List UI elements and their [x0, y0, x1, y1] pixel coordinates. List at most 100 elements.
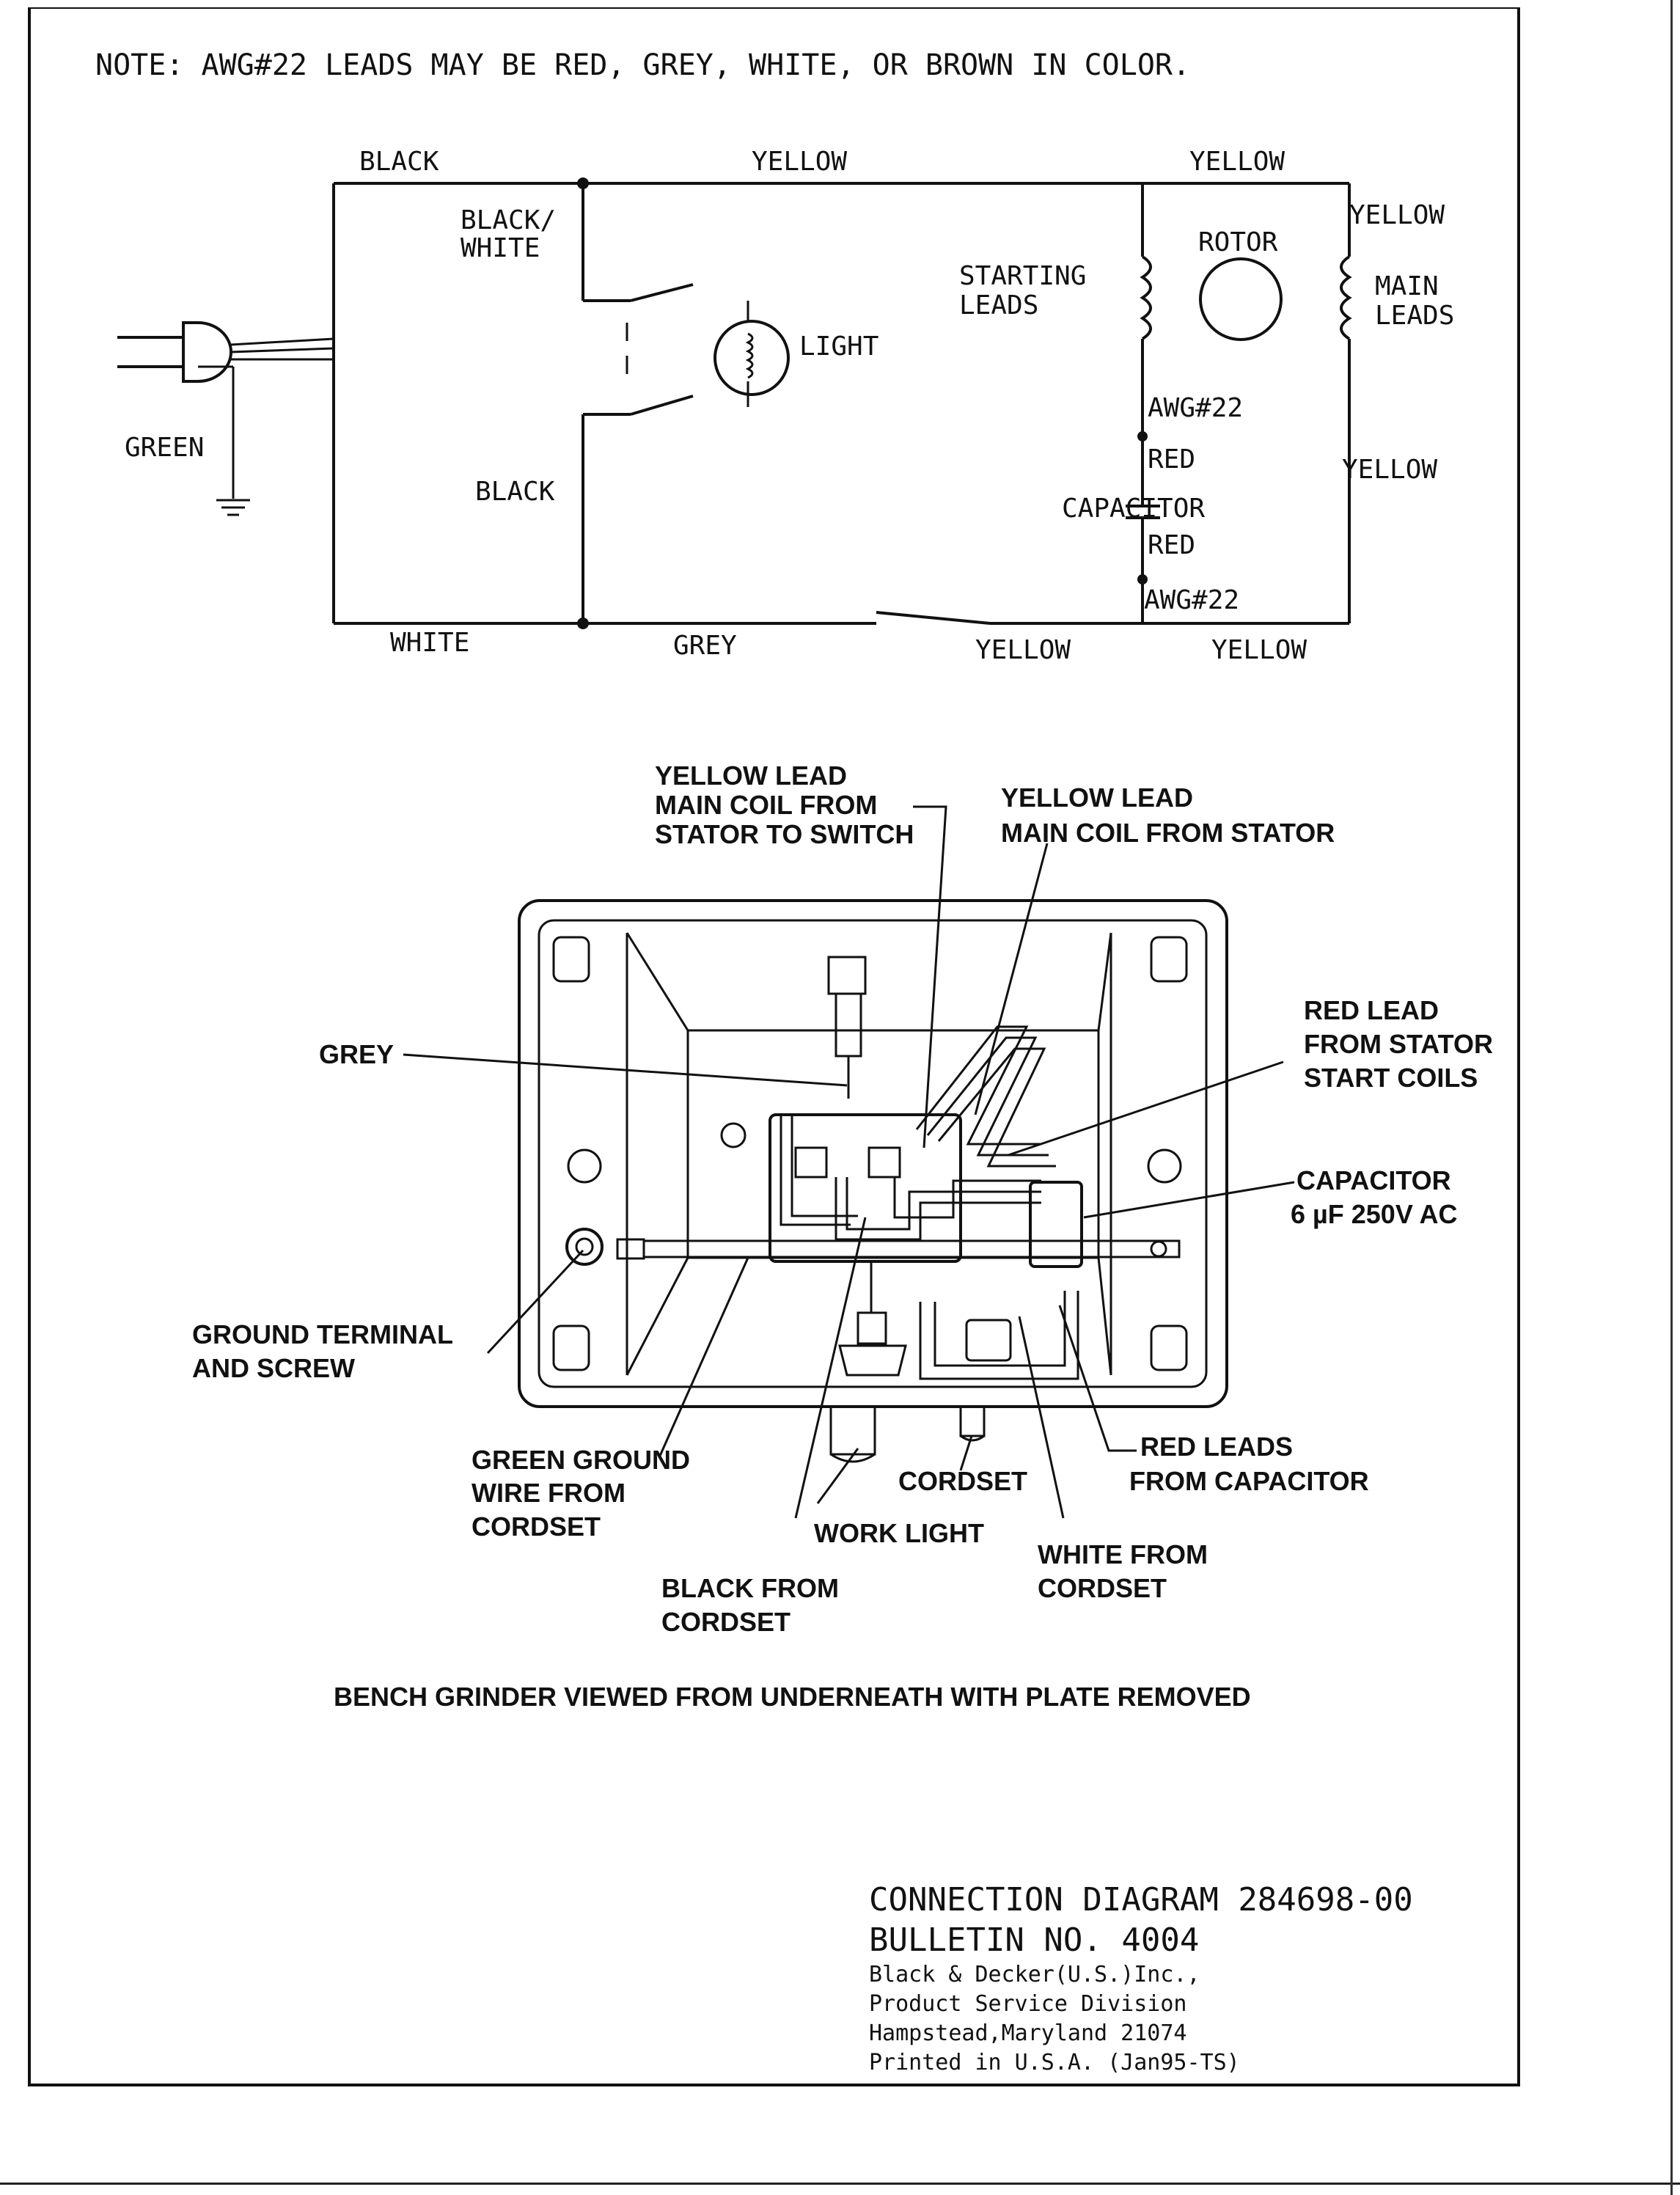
label-awg22-top: AWG#22 — [1148, 393, 1243, 423]
callout-work-light: WORK LIGHT — [814, 1518, 984, 1548]
junction-dot-bottom — [577, 618, 589, 629]
note-text: NOTE: AWG#22 LEADS MAY BE RED, GREY, WHI… — [95, 48, 1190, 82]
plug-body — [182, 321, 232, 383]
callout-black-from-1: BLACK FROM — [661, 1573, 839, 1603]
cord-loop-outer — [919, 1291, 1079, 1380]
callout-grey: GREY — [319, 1039, 394, 1069]
strap-screw — [1150, 1240, 1167, 1258]
callout-yellow-switch-3: STATOR TO SWITCH — [655, 819, 914, 849]
label-red-bottom: RED — [1148, 530, 1195, 560]
switch-blade-top — [630, 283, 694, 302]
label-light: LIGHT — [799, 331, 878, 362]
leader-work-light — [816, 1448, 859, 1504]
callout-red-leads-2: FROM CAPACITOR — [1129, 1466, 1369, 1496]
callout-yellow-stator-1: YELLOW LEAD — [1001, 783, 1193, 813]
ground-terminal-screw — [565, 1228, 604, 1266]
bevel-bottom-left — [626, 1257, 689, 1376]
label-awg22-bottom: AWG#22 — [1144, 585, 1239, 615]
leader-red-leads — [1058, 1305, 1137, 1452]
right-edge-line — [1670, 0, 1673, 2195]
switch-terminal-left — [794, 1146, 828, 1179]
label-yellow-bottom-right: YELLOW — [1211, 635, 1307, 665]
callouts: YELLOW LEAD MAIN COIL FROM STATOR TO SWI… — [192, 761, 1493, 1637]
switch-blade-bottom — [630, 395, 694, 416]
leader-ground-terminal — [486, 1249, 584, 1355]
housing-outer — [518, 899, 1228, 1408]
label-white-bottom: WHITE — [390, 628, 469, 658]
ground-lug — [616, 1238, 645, 1260]
light-filament — [745, 332, 754, 379]
title-line-3: Black & Decker(U.S.)Inc., — [869, 1962, 1200, 1987]
title-line-2: BULLETIN NO. 4004 — [869, 1921, 1199, 1959]
label-capacitor: CAPACITOR — [1062, 494, 1205, 524]
motor-switch-contact — [876, 611, 991, 625]
callout-red-lead-3: START COILS — [1304, 1063, 1478, 1093]
callout-red-lead-1: RED LEAD — [1304, 995, 1439, 1025]
leader-grey — [403, 1053, 848, 1087]
label-yellow-right-top: YELLOW — [1349, 200, 1445, 230]
label-black-white-2: WHITE — [461, 233, 540, 263]
mount-hole-left — [567, 1148, 602, 1184]
switch-terminal-mid — [867, 1146, 901, 1179]
light-bulb-icon — [714, 320, 790, 396]
harness-wire-7 — [926, 1036, 1049, 1157]
ground-strap — [642, 1239, 1181, 1258]
label-black-top: BLACK — [359, 147, 439, 177]
label-yellow-right-mid: YELLOW — [1342, 455, 1437, 485]
callout-white-from-2: CORDSET — [1038, 1573, 1167, 1603]
label-yellow-bottom-left: YELLOW — [975, 635, 1071, 665]
awg-junction-top — [1137, 431, 1148, 441]
awg-junction-bottom — [1137, 574, 1148, 585]
callout-green-ground-3: CORDSET — [472, 1511, 601, 1542]
page-border — [28, 7, 1520, 2086]
bevel-top-left — [626, 932, 689, 1031]
callout-yellow-switch-2: MAIN COIL FROM — [655, 790, 877, 820]
work-light-strain-relief-end — [830, 1453, 876, 1463]
callout-red-lead-2: FROM STATOR — [1304, 1029, 1493, 1059]
callout-ground-1: GROUND TERMINAL — [192, 1319, 453, 1349]
cord-loop-inner — [933, 1291, 1066, 1367]
leader-green-ground — [659, 1257, 749, 1456]
callout-green-ground-2: WIRE FROM — [472, 1478, 626, 1508]
harness-wire-6 — [915, 1025, 1041, 1146]
cord-wire-1 — [230, 337, 334, 346]
mount-slot-top-left — [552, 936, 590, 983]
work-light-socket — [856, 1311, 887, 1345]
switch-block — [769, 1113, 962, 1263]
bottom-rule — [0, 2183, 1680, 2185]
illustration-caption: BENCH GRINDER VIEWED FROM UNDERNEATH WIT… — [334, 1682, 1251, 1712]
ground-terminal-center — [575, 1237, 594, 1256]
work-light-base — [838, 1344, 907, 1377]
leader-red-lead — [1008, 1060, 1284, 1157]
leader-cordset — [959, 1435, 973, 1471]
label-red-top: RED — [1148, 444, 1195, 474]
bevel-bottom-right — [1097, 1257, 1112, 1376]
callout-yellow-switch-1: YELLOW LEAD — [655, 761, 847, 791]
cord-wire-2 — [230, 347, 334, 353]
callout-red-leads-1: RED LEADS — [1140, 1432, 1293, 1462]
top-connector-body — [835, 992, 862, 1058]
label-black-white-1: BLACK/ — [461, 205, 556, 235]
label-black-mid: BLACK — [475, 477, 555, 507]
callout-capacitor-1: CAPACITOR — [1296, 1165, 1451, 1195]
label-grey-bottom: GREY — [673, 631, 737, 661]
label-main-leads-1: MAIN — [1375, 271, 1439, 301]
leader-yellow-switch — [913, 805, 947, 1148]
main-coil-icon — [1340, 255, 1352, 340]
housing-inner — [538, 919, 1208, 1388]
cord-clamp — [965, 1319, 1012, 1362]
label-starting-leads-2: LEADS — [959, 290, 1038, 320]
label-rotor: ROTOR — [1198, 227, 1278, 257]
leader-capacitor — [1083, 1181, 1295, 1219]
callout-leaders — [403, 805, 1295, 1519]
rotor-icon — [1199, 257, 1283, 341]
callout-green-ground-1: GREEN GROUND — [472, 1445, 690, 1475]
mount-slot-bottom-right — [1150, 1324, 1188, 1371]
callout-cordset: CORDSET — [898, 1466, 1027, 1496]
mount-hole-right — [1147, 1148, 1182, 1184]
callout-white-from-1: WHITE FROM — [1038, 1539, 1208, 1569]
label-yellow-top-right: YELLOW — [1189, 147, 1285, 177]
harness-wire-5 — [893, 1177, 1041, 1219]
label-yellow-top-left: YELLOW — [752, 147, 847, 177]
